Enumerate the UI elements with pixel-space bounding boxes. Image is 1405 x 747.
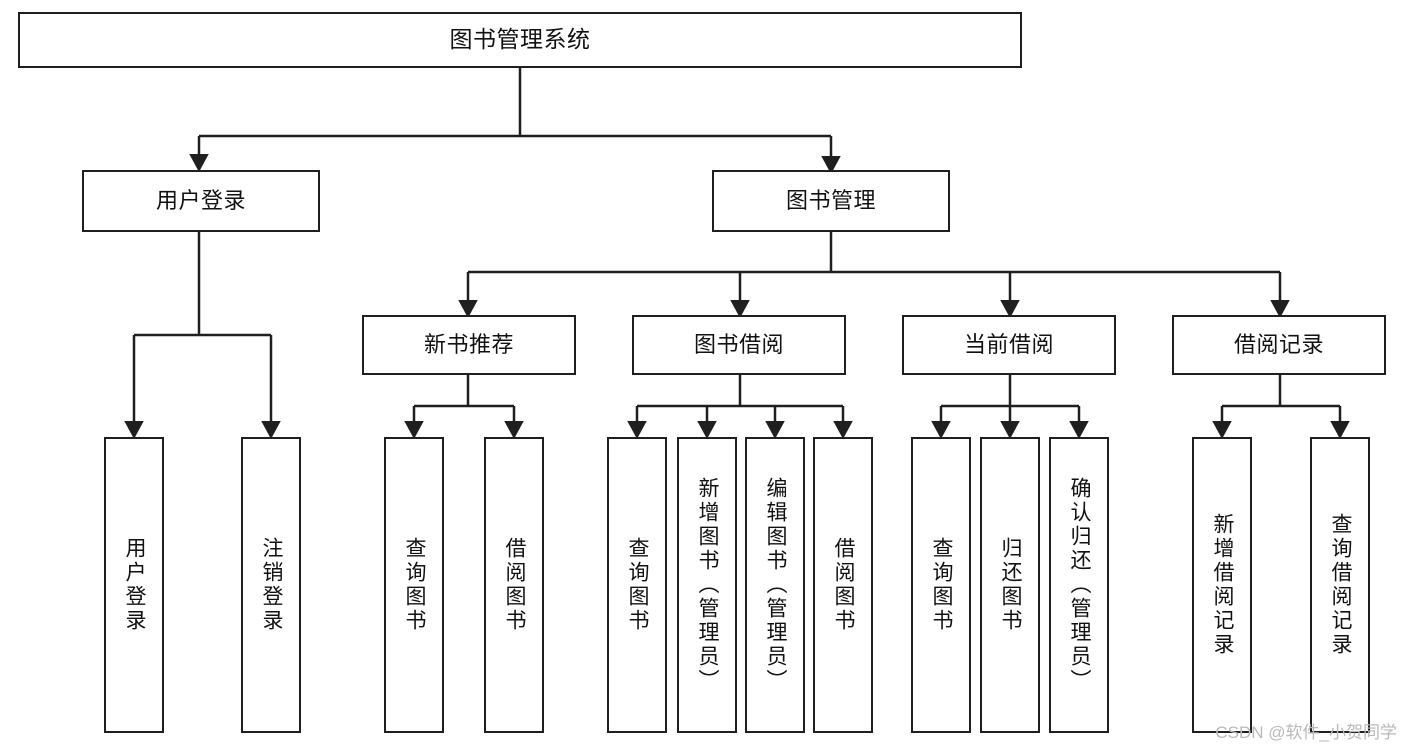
node-label: 新增借阅记录 [1211,513,1235,657]
node-label: 图书借阅 [693,332,784,358]
node-label: 新增图书（管理员） [696,477,720,693]
node-label: 用户登录 [123,537,147,633]
leaf-confirm-return-admin[interactable]: 确认归还（管理员） [1049,437,1109,733]
node-label: 查询图书 [930,537,954,633]
leaf-add-borrow-record[interactable]: 新增借阅记录 [1192,437,1252,733]
leaf-borrow-book-newbook[interactable]: 借阅图书 [484,437,544,733]
node-borrowing-record[interactable]: 借阅记录 [1172,315,1386,375]
leaf-query-book-current[interactable]: 查询图书 [911,437,971,733]
node-book-management[interactable]: 图书管理 [712,170,950,232]
node-label: 查询图书 [403,537,427,633]
node-root-book-management-system[interactable]: 图书管理系统 [18,12,1022,68]
leaf-query-book-newbook[interactable]: 查询图书 [384,437,444,733]
node-label: 当前借阅 [963,332,1054,358]
leaf-add-book-admin[interactable]: 新增图书（管理员） [677,437,737,733]
node-current-borrowing[interactable]: 当前借阅 [902,315,1116,375]
node-label: 查询图书 [626,537,650,633]
node-user-login[interactable]: 用户登录 [82,170,320,232]
node-label: 新书推荐 [423,332,514,358]
node-new-book-recommendation[interactable]: 新书推荐 [362,315,576,375]
node-label: 用户登录 [155,188,246,214]
node-label: 确认归还（管理员） [1068,477,1092,693]
node-label: 查询借阅记录 [1329,513,1353,657]
leaf-query-borrow-record[interactable]: 查询借阅记录 [1310,437,1370,733]
node-label: 归还图书 [999,537,1023,633]
node-label: 借阅图书 [832,537,856,633]
node-label: 注销登录 [260,537,284,633]
leaf-user-login[interactable]: 用户登录 [104,437,164,733]
leaf-borrow-book[interactable]: 借阅图书 [813,437,873,733]
node-label: 借阅记录 [1233,332,1324,358]
node-label: 图书管理 [785,188,876,214]
node-book-borrowing[interactable]: 图书借阅 [632,315,846,375]
node-label: 图书管理系统 [449,26,591,53]
node-label: 借阅图书 [503,537,527,633]
csdn-watermark: CSDN @软件_小贺同学 [1215,723,1397,742]
node-label: 编辑图书（管理员） [764,477,788,693]
leaf-edit-book-admin[interactable]: 编辑图书（管理员） [745,437,805,733]
leaf-logout[interactable]: 注销登录 [241,437,301,733]
leaf-return-book[interactable]: 归还图书 [980,437,1040,733]
leaf-query-book-borrow[interactable]: 查询图书 [607,437,667,733]
